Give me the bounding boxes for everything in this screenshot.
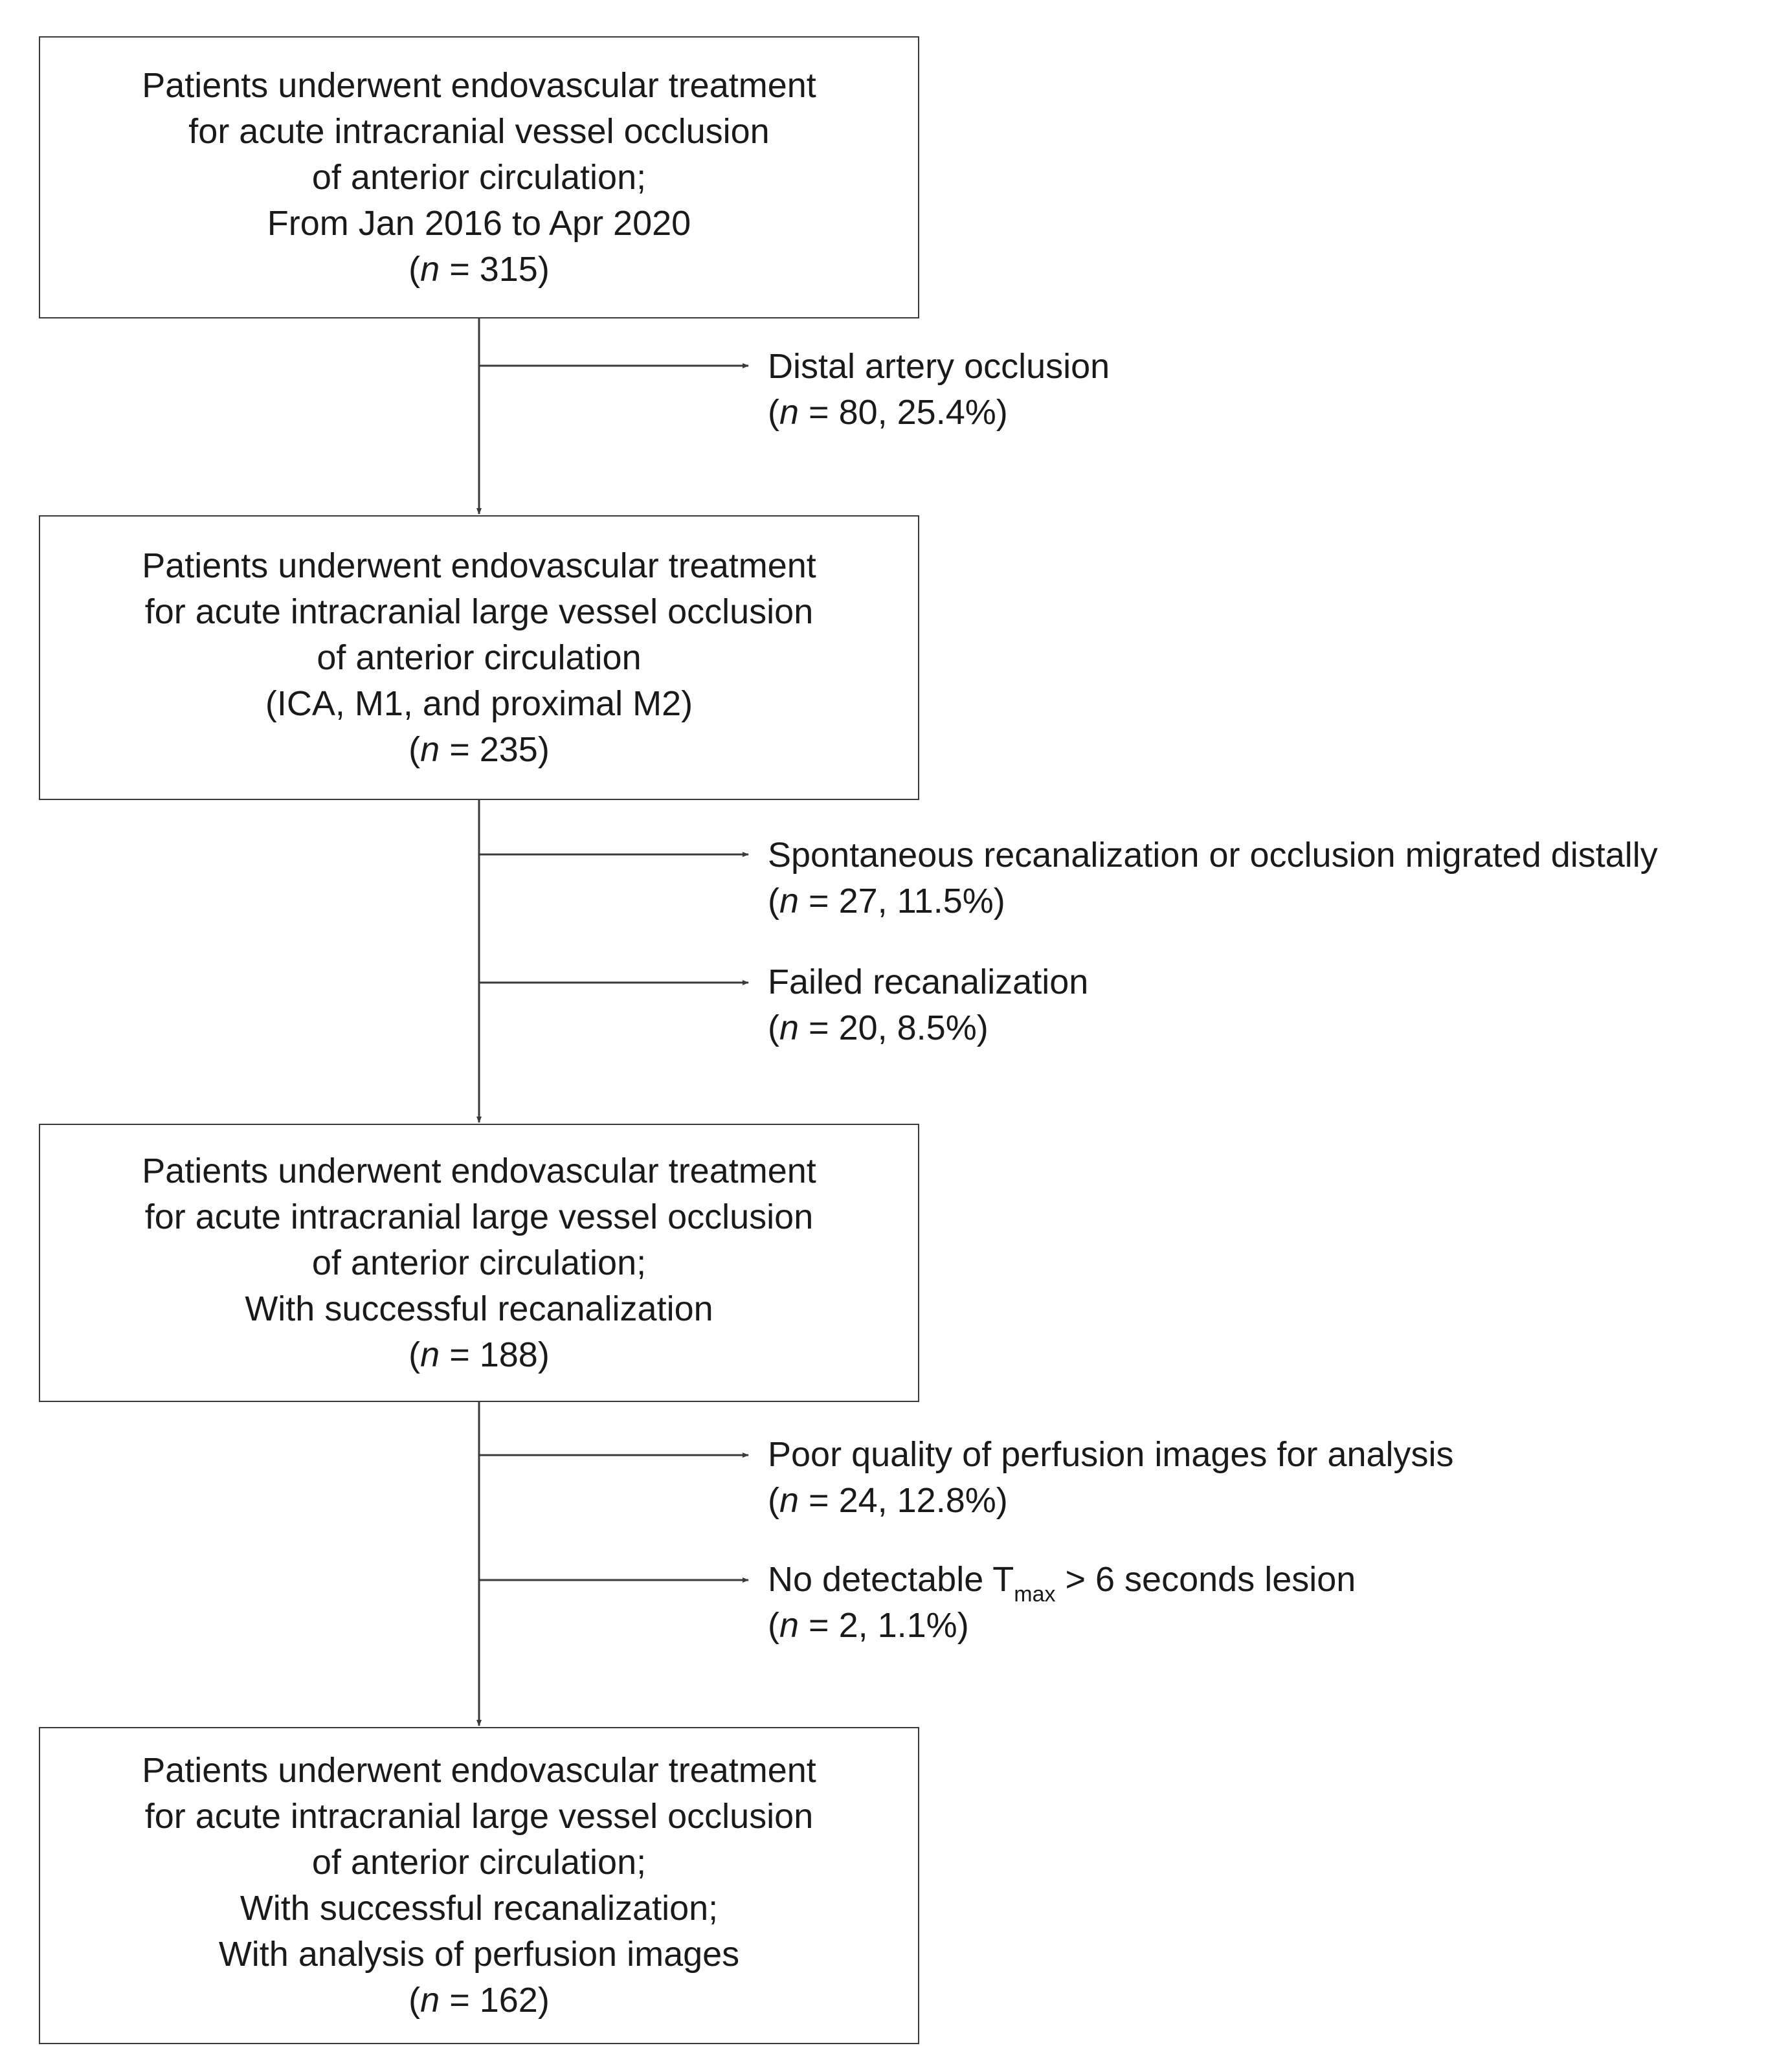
box-count: (n = 162) [408, 1977, 550, 2023]
count-variable: n [779, 882, 799, 920]
count-variable: n [779, 393, 799, 432]
box-text-line: of anterior circulation; [311, 1243, 647, 1282]
count-paren: ( [768, 1481, 779, 1520]
box-text-line: Patients underwent endovascular treatmen… [142, 1751, 816, 1790]
box-text-line: for acute intracranial large vessel occl… [144, 1197, 814, 1236]
count-variable: n [779, 1008, 799, 1047]
count-value: = 188) [440, 1335, 550, 1374]
box-count: (n = 188) [408, 1332, 550, 1378]
count-variable: n [779, 1481, 799, 1520]
box-text-line: With successful recanalization [245, 1289, 713, 1328]
box-count: (n = 315) [408, 247, 550, 293]
box-text-line: for acute intracranial vessel occlusion [188, 111, 770, 151]
exclusion-no-tmax-lesion: No detectable Tmax > 6 seconds lesion (n… [768, 1557, 1356, 1649]
exclusion-spontaneous-recanalization: Spontaneous recanalization or occlusion … [768, 832, 1658, 924]
count-variable: n [420, 1335, 440, 1374]
count-variable: n [420, 1981, 440, 2020]
label-part: No detectable T [768, 1560, 1014, 1599]
box-text-line: With analysis of perfusion images [218, 1935, 740, 1974]
count-variable: n [420, 249, 440, 289]
exclusion-label: Distal artery occlusion [768, 347, 1110, 386]
cohort-box-final-analysis: Patients underwent endovascular treatmen… [39, 1727, 919, 2044]
box-text-line: Patients underwent endovascular treatmen… [142, 546, 816, 585]
box-text-line: Patients underwent endovascular treatmen… [142, 65, 816, 105]
exclusion-count: (n = 24, 12.8%) [768, 1478, 1454, 1524]
box-text-line: for acute intracranial large vessel occl… [144, 592, 814, 631]
box-text-line: of anterior circulation; [311, 1843, 647, 1882]
count-value: = 80, 25.4%) [799, 393, 1008, 432]
cohort-box-all-evt: Patients underwent endovascular treatmen… [39, 36, 919, 318]
count-paren: ( [408, 730, 421, 769]
box-count: (n = 235) [408, 727, 550, 773]
count-value: = 27, 11.5%) [799, 882, 1005, 920]
exclusion-count: (n = 80, 25.4%) [768, 390, 1110, 436]
box-text-line: for acute intracranial large vessel occl… [144, 1797, 814, 1836]
count-paren: ( [768, 393, 779, 432]
exclusion-label: No detectable Tmax > 6 seconds lesion [768, 1557, 1356, 1605]
count-value: = 235) [440, 730, 550, 769]
count-value: = 162) [440, 1981, 550, 2020]
count-paren: ( [408, 249, 421, 289]
exclusion-label: Failed recanalization [768, 963, 1089, 1001]
exclusion-count: (n = 2, 1.1%) [768, 1603, 1356, 1649]
label-subscript: max [1014, 1582, 1056, 1607]
exclusion-label: Spontaneous recanalization or occlusion … [768, 836, 1658, 874]
count-paren: ( [768, 1008, 779, 1047]
exclusion-distal-occlusion: Distal artery occlusion (n = 80, 25.4%) [768, 344, 1110, 436]
exclusion-failed-recanalization: Failed recanalization (n = 20, 8.5%) [768, 959, 1088, 1051]
label-part: > 6 seconds lesion [1055, 1560, 1356, 1599]
count-value: = 20, 8.5%) [799, 1008, 989, 1047]
count-paren: ( [408, 1981, 421, 2020]
exclusion-label: Poor quality of perfusion images for ana… [768, 1435, 1454, 1474]
count-paren: ( [408, 1335, 421, 1374]
exclusion-poor-perfusion-quality: Poor quality of perfusion images for ana… [768, 1432, 1454, 1524]
count-variable: n [779, 1606, 799, 1645]
count-value: = 2, 1.1%) [799, 1606, 969, 1645]
exclusion-count: (n = 20, 8.5%) [768, 1005, 1088, 1051]
box-text-line: (ICA, M1, and proximal M2) [265, 684, 693, 723]
box-text-line: From Jan 2016 to Apr 2020 [267, 203, 691, 243]
cohort-box-successful-recanalization: Patients underwent endovascular treatmen… [39, 1124, 919, 1402]
count-value: = 24, 12.8%) [799, 1481, 1008, 1520]
count-paren: ( [768, 882, 779, 920]
box-text-line: Patients underwent endovascular treatmen… [142, 1151, 816, 1190]
box-text-line: of anterior circulation; [311, 157, 647, 197]
count-variable: n [420, 730, 440, 769]
cohort-box-lvo: Patients underwent endovascular treatmen… [39, 515, 919, 800]
count-value: = 315) [440, 249, 550, 289]
box-text-line: With successful recanalization; [240, 1889, 719, 1928]
count-paren: ( [768, 1606, 779, 1645]
box-text-line: of anterior circulation [317, 638, 642, 677]
exclusion-count: (n = 27, 11.5%) [768, 878, 1658, 924]
